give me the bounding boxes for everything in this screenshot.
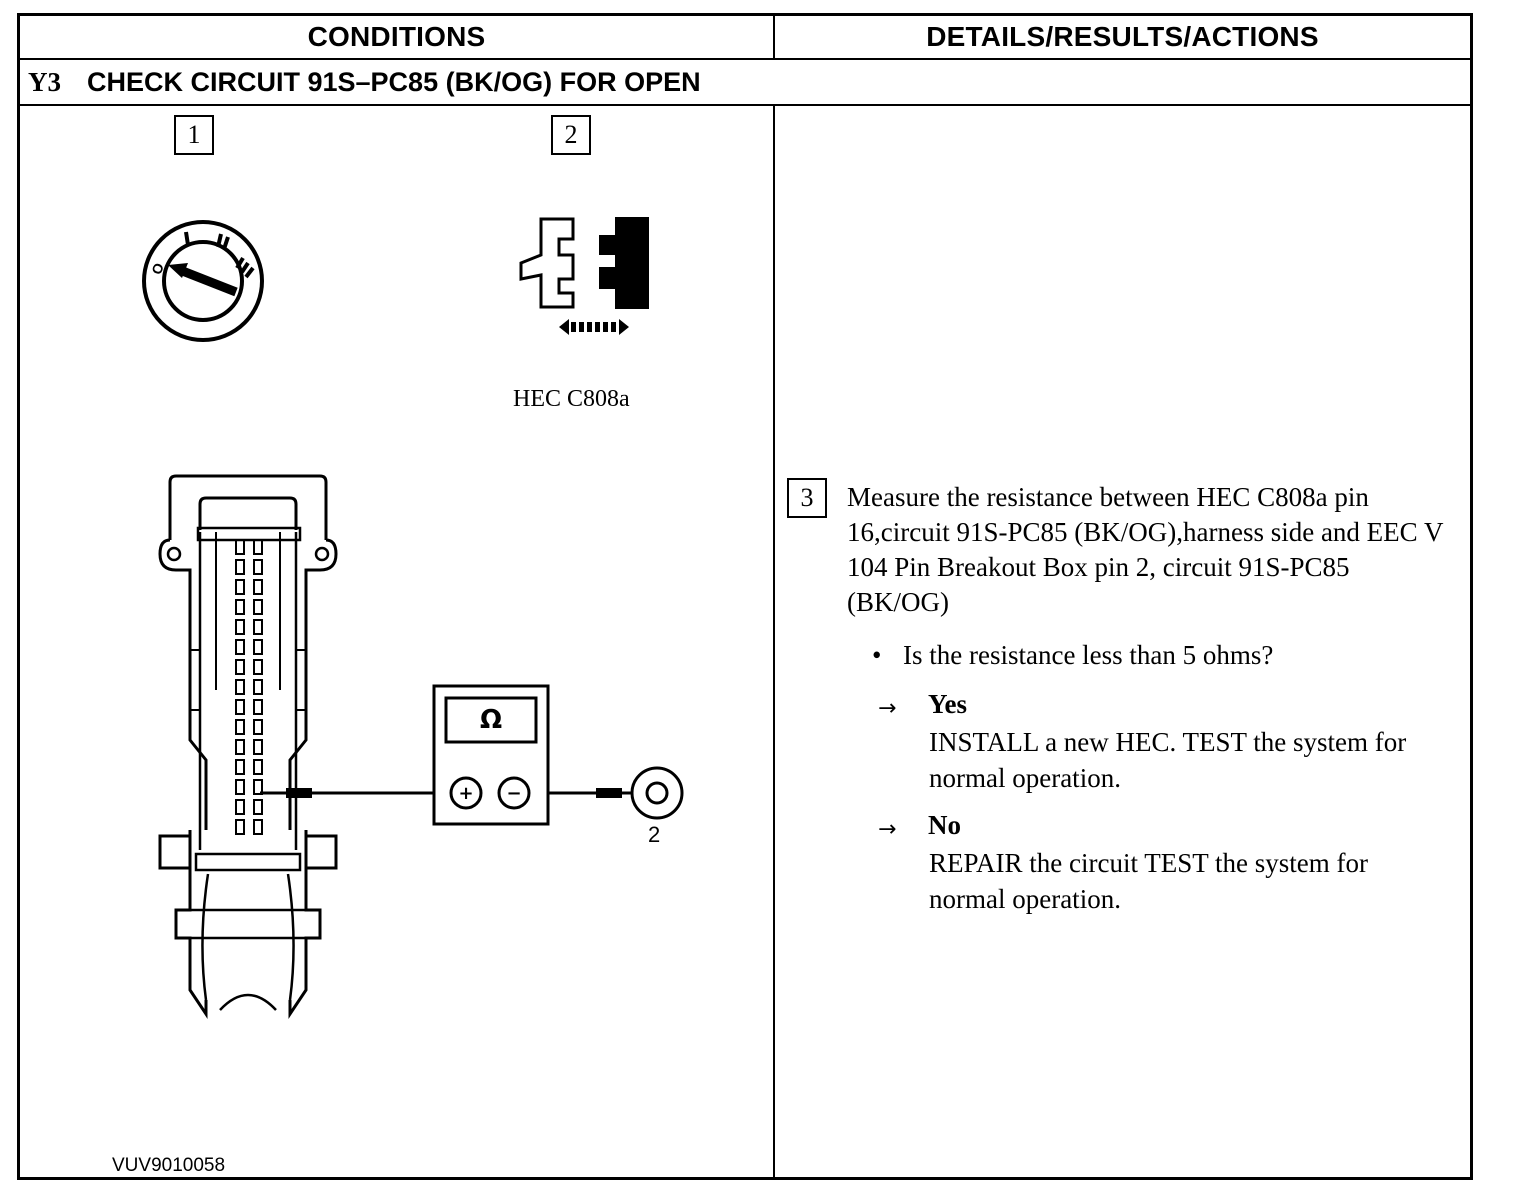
title-divider — [20, 104, 1470, 106]
figure-code: VUV9010058 — [112, 1155, 226, 1176]
answer-no-label: No — [928, 810, 961, 840]
diagnostic-table: CONDITIONS DETAILS/RESULTS/ACTIONS Y3 CH… — [17, 13, 1473, 1180]
question-bullet: • — [872, 640, 882, 670]
harness-connector-icon — [158, 474, 338, 1019]
action-step-3-box: 3 — [787, 478, 827, 518]
ohmmeter-icon — [432, 684, 550, 826]
connector-disconnect-icon — [519, 217, 649, 335]
ohm-symbol: Ω — [479, 705, 503, 735]
arrow-right-icon: → — [878, 696, 897, 721]
condition-step-1-box: 1 — [174, 115, 214, 155]
step-title-row: Y3 CHECK CIRCUIT 91S–PC85 (BK/OG) FOR OP… — [28, 60, 701, 104]
body-column-divider — [773, 104, 775, 1177]
conditions-header: CONDITIONS — [307, 21, 486, 52]
details-header: DETAILS/RESULTS/ACTIONS — [926, 21, 1319, 52]
answer-yes-action: INSTALL a new HEC. TEST the system for n… — [929, 727, 1407, 793]
step-id: Y3 — [28, 66, 61, 97]
breakout-pin-label: 2 — [648, 822, 661, 847]
instruction-text: Measure the resistance between HEC C808a… — [847, 482, 1443, 617]
arrow-right-icon: → — [878, 817, 897, 842]
answer-no-action: REPAIR the circuit TEST the system for n… — [929, 848, 1368, 914]
ignition-off-icon: O — [142, 220, 264, 342]
meter-positive-terminal: + — [458, 782, 474, 804]
breakout-box-pin-icon — [630, 766, 684, 820]
meter-negative-terminal: − — [506, 782, 522, 804]
header-column-divider — [773, 16, 775, 60]
header-divider — [20, 58, 1470, 60]
connector-label: HEC C808a — [513, 386, 630, 412]
svg-text:O: O — [148, 261, 167, 277]
step-title: CHECK CIRCUIT 91S–PC85 (BK/OG) FOR OPEN — [87, 66, 701, 97]
condition-step-2-box: 2 — [551, 115, 591, 155]
answer-yes-label: Yes — [928, 689, 967, 719]
question-text: Is the resistance less than 5 ohms? — [903, 640, 1274, 670]
